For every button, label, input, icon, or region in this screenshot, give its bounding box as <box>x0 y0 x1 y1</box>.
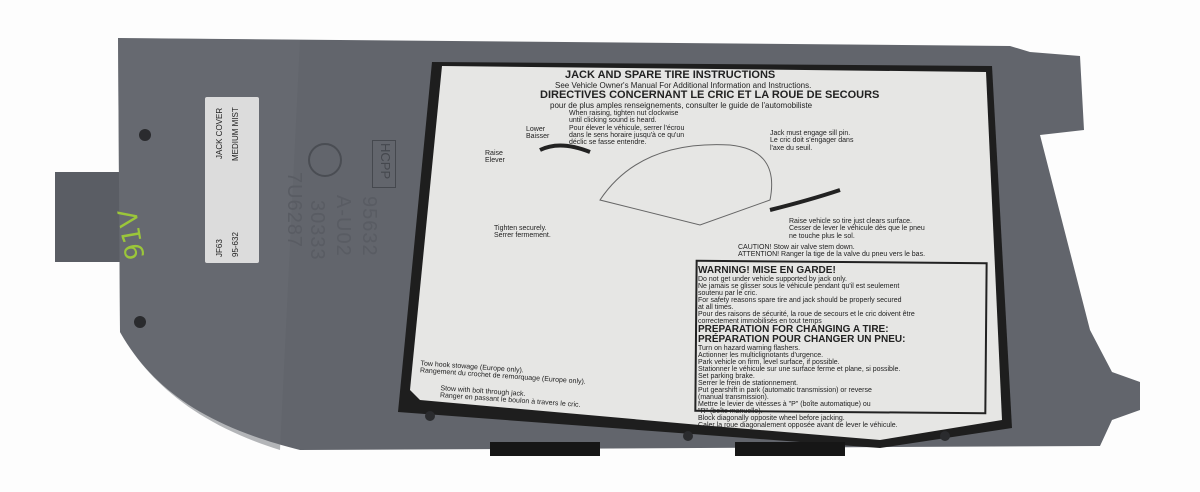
arrow <box>769 188 841 212</box>
caution-note: CAUTION! Stow air valve stem down.ATTENT… <box>738 244 926 259</box>
part-name: JACK COVER <box>215 107 224 159</box>
molded-marking: HCPP <box>372 140 396 188</box>
instruction-sticker <box>410 66 1002 440</box>
sticker-title: JACK AND SPARE TIRE INSTRUCTIONS <box>565 69 776 81</box>
sticker-subtitle-fr: pour de plus amples renseignements, cons… <box>550 101 813 110</box>
vent-slot <box>735 442 845 456</box>
part-number: 95-632 <box>231 232 240 257</box>
molded-text: 7U6287 <box>283 172 305 249</box>
warning-section: WARNING! MISE EN GARDE! Do not get under… <box>698 265 915 430</box>
arrow <box>539 143 591 154</box>
part-color: MEDIUM MIST <box>231 107 240 161</box>
part-label: JACK COVER MEDIUM MIST JF63 95-632 <box>205 97 259 263</box>
left-tab <box>55 172 125 262</box>
molded-text: 30333 <box>306 200 328 261</box>
clears-note: Raise vehicle so tire just clears surfac… <box>789 218 925 240</box>
vent-slot <box>490 442 600 456</box>
tighten-note: Tighten securely.Serrer fermement. <box>494 225 551 240</box>
recycle-emblem <box>308 143 342 177</box>
warning-box <box>694 259 988 415</box>
part-code: JF63 <box>215 239 224 257</box>
sticker-title-fr: DIRECTIVES CONCERNANT LE CRIC ET LA ROUE… <box>540 89 880 101</box>
sticker-subtitle: See Vehicle Owner's Manual For Additiona… <box>555 81 812 90</box>
screw-holes <box>134 129 950 441</box>
molded-text: 95632 <box>358 196 380 257</box>
car-drawing <box>599 144 773 226</box>
sill-pin-note: Jack must engage sill pin.Le cric doit s… <box>770 130 854 152</box>
molded-text: A-U02 <box>332 195 354 257</box>
